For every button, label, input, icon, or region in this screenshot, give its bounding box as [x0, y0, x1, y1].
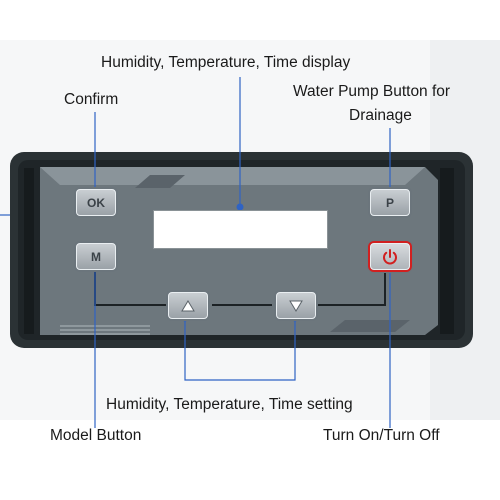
- up-arrow-icon: [181, 299, 195, 311]
- model-button-label: M: [91, 249, 101, 264]
- down-arrow-icon: [289, 300, 303, 312]
- ok-button[interactable]: OK: [76, 189, 116, 216]
- lcd-screen: [153, 210, 328, 249]
- setting-label: Humidity, Temperature, Time setting: [106, 396, 353, 413]
- confirm-label: Confirm: [64, 91, 119, 108]
- ok-button-label: OK: [87, 195, 105, 210]
- power-button[interactable]: [370, 243, 410, 270]
- pump-label-line2: Drainage: [349, 107, 412, 124]
- display-label: Humidity, Temperature, Time display: [101, 54, 351, 71]
- power-icon: [383, 248, 397, 264]
- panel-face: [40, 167, 438, 335]
- pump-label-line1: Water Pump Button for: [293, 83, 451, 100]
- model-button[interactable]: M: [76, 243, 116, 270]
- pump-button[interactable]: P: [370, 189, 410, 216]
- power-label: Turn On/Turn Off: [323, 427, 440, 444]
- model-label: Model Button: [50, 427, 142, 444]
- down-button[interactable]: [276, 292, 316, 319]
- pump-button-label: P: [385, 195, 394, 210]
- up-button[interactable]: [168, 292, 208, 319]
